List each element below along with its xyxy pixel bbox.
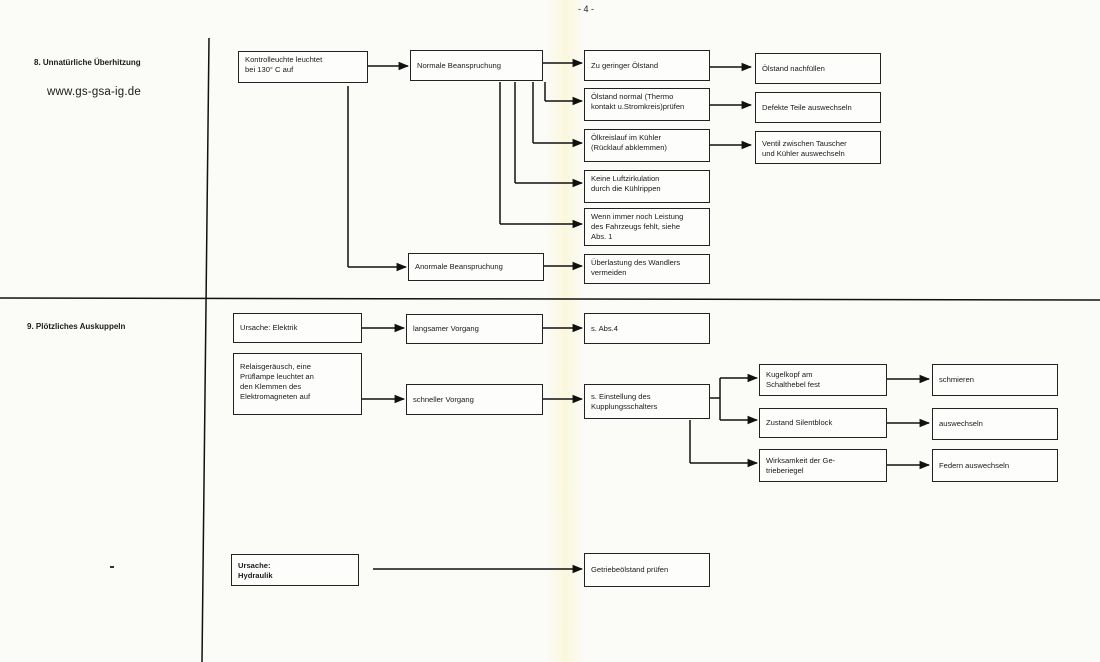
box-federn-auswechseln: Federn auswechseln	[932, 449, 1058, 482]
box-defekte-teile: Defekte Teile auswechseln	[755, 92, 881, 123]
box-zu-geringer-oelstand: Zu geringer Ölstand	[584, 50, 710, 81]
box-ursache-hydraulik: Ursache: Hydraulik	[231, 554, 359, 586]
box-kontrolleuchte: Kontrolleuchte leuchtet bei 130° C auf	[238, 51, 368, 83]
box-leistung-fehlt: Wenn immer noch Leistung des Fahrzeugs f…	[584, 208, 710, 246]
box-oelkreislauf: Ölkreislauf im Kühler (Rücklauf abklemme…	[584, 129, 710, 162]
box-zustand-silentblock: Zustand Silentblock	[759, 408, 887, 438]
box-oelstand-nachfuellen: Ölstand nachfüllen	[755, 53, 881, 84]
page-number: - 4 -	[578, 4, 595, 14]
box-wirksamkeit-getrieberiegel: Wirksamkeit der Ge- trieberiegel	[759, 449, 887, 482]
box-oelstand-normal: Ölstand normal (Thermo kontakt u.Stromkr…	[584, 88, 710, 121]
box-ueberlastung-wandler: Überlastung des Wandlers vermeiden	[584, 254, 710, 284]
box-relaisgeraeusch: Relaisgeräusch, eine Prüflampe leuchtet …	[233, 353, 362, 415]
box-schneller-vorgang: schneller Vorgang	[406, 384, 543, 415]
box-langsamer-vorgang: langsamer Vorgang	[406, 314, 543, 344]
box-anormale-beanspruchung: Anormale Beanspruchung	[408, 253, 544, 281]
watermark-url: www.gs-gsa-ig.de	[47, 86, 141, 98]
box-kugelkopf: Kugelkopf am Schalthebel fest	[759, 364, 887, 396]
box-getriebeoelstand-pruefen: Getriebeölstand prüfen	[584, 553, 710, 587]
box-normale-beanspruchung: Normale Beanspruchung	[410, 50, 543, 81]
box-schmieren: schmieren	[932, 364, 1058, 396]
box-siehe-abs-4: s. Abs.4	[584, 313, 710, 344]
box-einstellung-kupplungsschalter: s. Einstellung des Kupplungsschalters	[584, 384, 710, 419]
box-ursache-elektrik: Ursache: Elektrik	[233, 313, 362, 343]
stray-mark	[110, 566, 114, 568]
box-keine-luftzirkulation: Keine Luftzirkulation durch die Kühlripp…	[584, 170, 710, 203]
section-8-title: 8. Unnatürliche Überhitzung	[34, 58, 141, 67]
box-ventil-auswechseln: Ventil zwischen Tauscher und Kühler ausw…	[755, 131, 881, 164]
box-auswechseln: auswechseln	[932, 408, 1058, 440]
section-9-title: 9. Plötzliches Auskuppeln	[27, 322, 126, 331]
